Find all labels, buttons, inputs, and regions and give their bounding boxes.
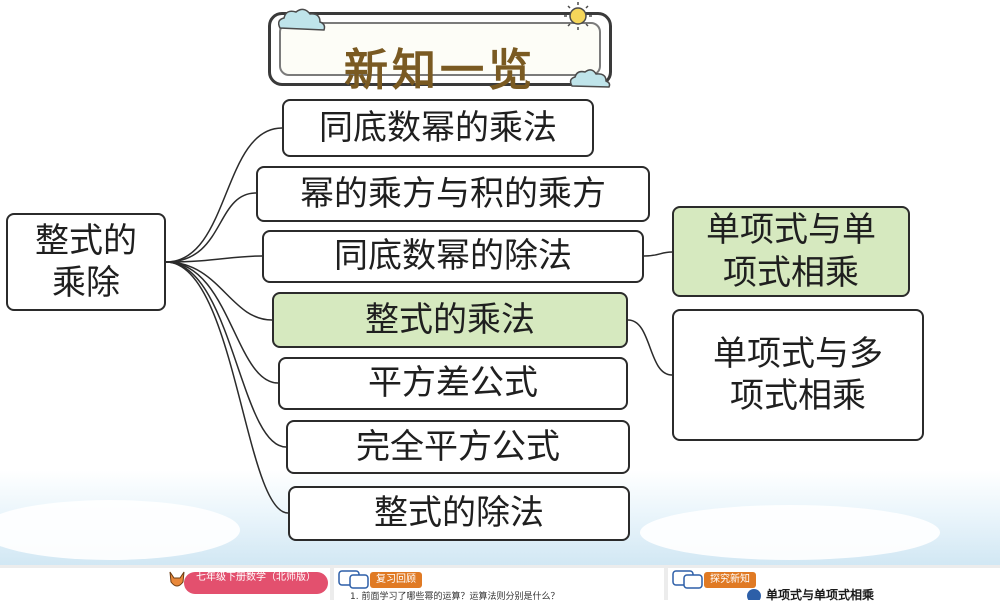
branch-node-polynomial-division: 整式的除法 xyxy=(288,486,630,541)
connector-line xyxy=(165,261,287,448)
fox-mascot-icon xyxy=(169,571,185,587)
cloud-decoration xyxy=(640,505,940,560)
sub-node-monomial-times-monomial: 单项式与单项式相乘 xyxy=(672,206,910,297)
connector-line xyxy=(165,127,283,263)
cloud-decoration xyxy=(0,500,240,560)
chat-bubble-icon xyxy=(338,570,369,589)
connector-line xyxy=(165,261,273,321)
center-node: 整式的乘除 xyxy=(6,213,166,311)
connector-line xyxy=(165,192,257,263)
branch-node-difference-of-squares: 平方差公式 xyxy=(278,357,628,410)
chat-bubble-icon xyxy=(672,570,703,589)
cloud-icon xyxy=(277,8,326,31)
section-heading: 单项式与单项式相乘 xyxy=(766,588,875,602)
grade-label-pill: 七年级下册数学（北师版） xyxy=(184,572,328,594)
connector-line xyxy=(165,261,289,514)
branch-node-same-base-multiplication: 同底数幂的乘法 xyxy=(282,99,594,157)
connector-line xyxy=(165,261,279,384)
explore-tag: 探究新知 xyxy=(704,572,756,588)
branch-node-polynomial-multiplication: 整式的乘法 xyxy=(272,292,628,348)
sub-node-monomial-times-polynomial: 单项式与多项式相乘 xyxy=(672,309,924,441)
branch-node-perfect-square: 完全平方公式 xyxy=(286,420,630,474)
page-title: 新知一览 xyxy=(344,45,536,96)
connector-line xyxy=(627,319,673,376)
title-banner: 新知一览 xyxy=(268,12,612,96)
section-number-badge xyxy=(747,589,761,600)
cloud-icon xyxy=(569,69,611,88)
sun-icon xyxy=(564,2,592,30)
title-banner-inner: 新知一览 xyxy=(279,22,601,96)
review-tag: 复习回顾 xyxy=(370,572,422,588)
branch-node-same-base-division: 同底数幂的除法 xyxy=(262,230,644,283)
connector-line xyxy=(165,255,263,263)
review-question-text: 1. 前面学习了哪些幂的运算？运算法则分别是什么？ xyxy=(350,592,560,602)
branch-node-power-of-power: 幂的乘方与积的乘方 xyxy=(256,166,650,222)
connector-line xyxy=(643,251,673,257)
